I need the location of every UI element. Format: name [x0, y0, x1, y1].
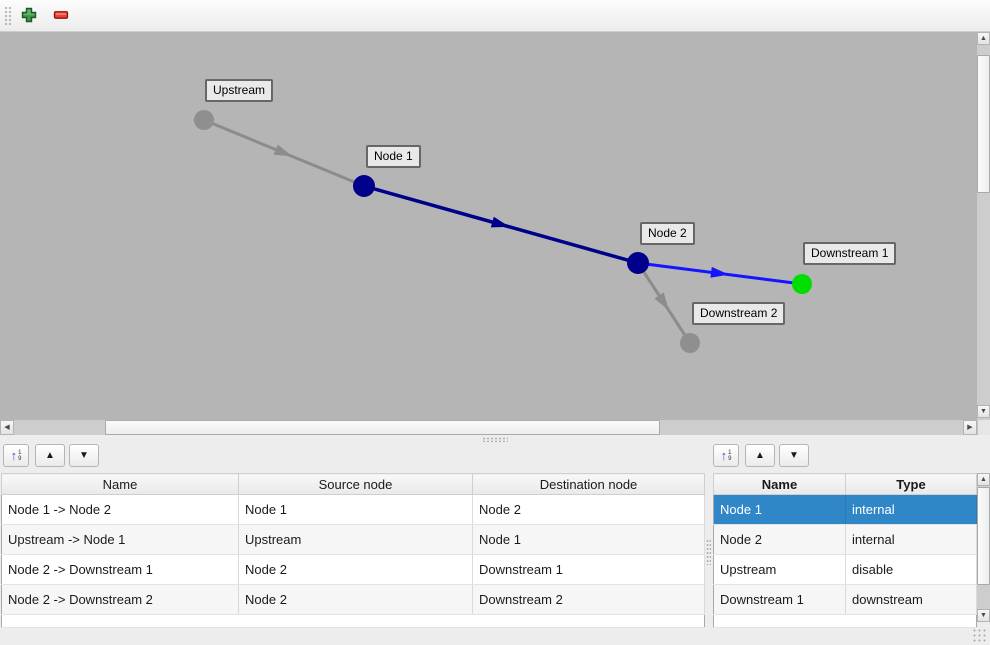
splitter-grip-icon: [706, 539, 711, 565]
column-header-type[interactable]: Type: [845, 473, 977, 495]
empty-row: [713, 614, 977, 628]
vertical-pane-splitter[interactable]: [705, 473, 712, 626]
edge-arrowhead-icon: [710, 266, 729, 278]
column-header-source-node[interactable]: Source node: [238, 473, 473, 495]
node-label-node-1[interactable]: Node 1: [366, 145, 421, 168]
links-move-up-button[interactable]: ▲: [35, 444, 65, 467]
node-label-downstream-1[interactable]: Downstream 1: [803, 242, 897, 265]
edge-arrowhead-icon: [490, 216, 510, 228]
edge-arrowhead-icon: [654, 292, 669, 311]
scrollbar-corner: [977, 420, 990, 435]
sort-ascending-icon: ↑ 1 9: [10, 448, 22, 463]
table-cell[interactable]: Downstream 1: [472, 554, 705, 585]
table-cell[interactable]: Node 2: [238, 554, 473, 585]
table-cell[interactable]: disable: [845, 554, 977, 585]
up-arrow-icon: ▲: [755, 449, 765, 461]
table-cell[interactable]: Node 2 -> Downstream 2: [1, 584, 239, 615]
graph-node-downstream-2[interactable]: [680, 333, 700, 353]
graph-node-node-1[interactable]: [353, 175, 375, 197]
down-arrow-icon: ▼: [789, 449, 799, 461]
table-cell[interactable]: downstream: [845, 584, 977, 615]
graph-node-node-2[interactable]: [627, 252, 649, 274]
scroll-up-arrow-icon[interactable]: ▲: [977, 32, 990, 45]
canvas-vertical-scrollbar[interactable]: ▲ ▼: [977, 32, 990, 420]
table-cell[interactable]: Node 2: [713, 524, 846, 555]
links-move-down-button[interactable]: ▼: [69, 444, 99, 467]
toolbar-drag-handle[interactable]: [4, 6, 12, 26]
graph-edges-layer: [203, 118, 803, 344]
plus-icon: [21, 7, 37, 26]
sort-ascending-icon: ↑ 1 9: [720, 448, 732, 463]
table-cell[interactable]: Upstream: [238, 524, 473, 555]
scroll-up-arrow-icon[interactable]: ▲: [977, 473, 990, 486]
table-cell[interactable]: Node 1 -> Node 2: [1, 494, 239, 525]
add-button[interactable]: [18, 5, 40, 27]
scroll-left-arrow-icon[interactable]: ◀: [0, 420, 14, 435]
table-cell[interactable]: internal: [845, 524, 977, 555]
table-cell[interactable]: Node 2 -> Downstream 1: [1, 554, 239, 585]
down-arrow-icon: ▼: [79, 449, 89, 461]
column-header-name[interactable]: Name: [1, 473, 239, 495]
main-toolbar: [0, 0, 990, 32]
table-cell[interactable]: Node 1: [238, 494, 473, 525]
up-arrow-icon: ▲: [45, 449, 55, 461]
table-cell[interactable]: Node 2: [238, 584, 473, 615]
table-cell[interactable]: Downstream 2: [472, 584, 705, 615]
nodes-sort-button[interactable]: ↑ 1 9: [713, 444, 739, 467]
links-sort-button[interactable]: ↑ 1 9: [3, 444, 29, 467]
nodes-move-up-button[interactable]: ▲: [745, 444, 775, 467]
table-cell[interactable]: Node 1: [713, 494, 846, 525]
table-cell[interactable]: Node 2: [472, 494, 705, 525]
graph-node-downstream-1[interactable]: [792, 274, 812, 294]
window-resize-grip-icon[interactable]: [971, 627, 987, 642]
table-cell[interactable]: Downstream 1: [713, 584, 846, 615]
scroll-right-arrow-icon[interactable]: ▶: [963, 420, 977, 435]
column-header-name[interactable]: Name: [713, 473, 846, 495]
graph-node-upstream[interactable]: [194, 110, 214, 130]
nodes-table-scrollbar[interactable]: ▲ ▼: [977, 473, 990, 622]
node-label-upstream[interactable]: Upstream: [205, 79, 274, 102]
horizontal-pane-splitter[interactable]: [0, 435, 990, 444]
table-cell[interactable]: internal: [845, 494, 977, 525]
canvas-hscroll-thumb[interactable]: [105, 420, 660, 435]
canvas-horizontal-scrollbar[interactable]: ◀ ▶: [0, 420, 977, 435]
canvas-vscroll-thumb[interactable]: [977, 55, 990, 193]
node-label-downstream-2[interactable]: Downstream 2: [692, 302, 786, 325]
remove-button[interactable]: [50, 5, 72, 27]
table-cell[interactable]: Upstream: [713, 554, 846, 585]
nodes-vscroll-thumb[interactable]: [977, 487, 990, 585]
scroll-down-arrow-icon[interactable]: ▼: [977, 405, 990, 418]
scroll-down-arrow-icon[interactable]: ▼: [977, 609, 990, 622]
nodes-move-down-button[interactable]: ▼: [779, 444, 809, 467]
empty-row: [1, 614, 705, 628]
table-cell[interactable]: Node 1: [472, 524, 705, 555]
status-bar: [0, 627, 990, 645]
node-label-node-2[interactable]: Node 2: [640, 222, 695, 245]
table-cell[interactable]: Upstream -> Node 1: [1, 524, 239, 555]
column-header-destination-node[interactable]: Destination node: [472, 473, 705, 495]
edge-arrowhead-icon: [273, 144, 293, 157]
splitter-grip-icon: [482, 437, 508, 442]
minus-icon: [53, 7, 69, 26]
